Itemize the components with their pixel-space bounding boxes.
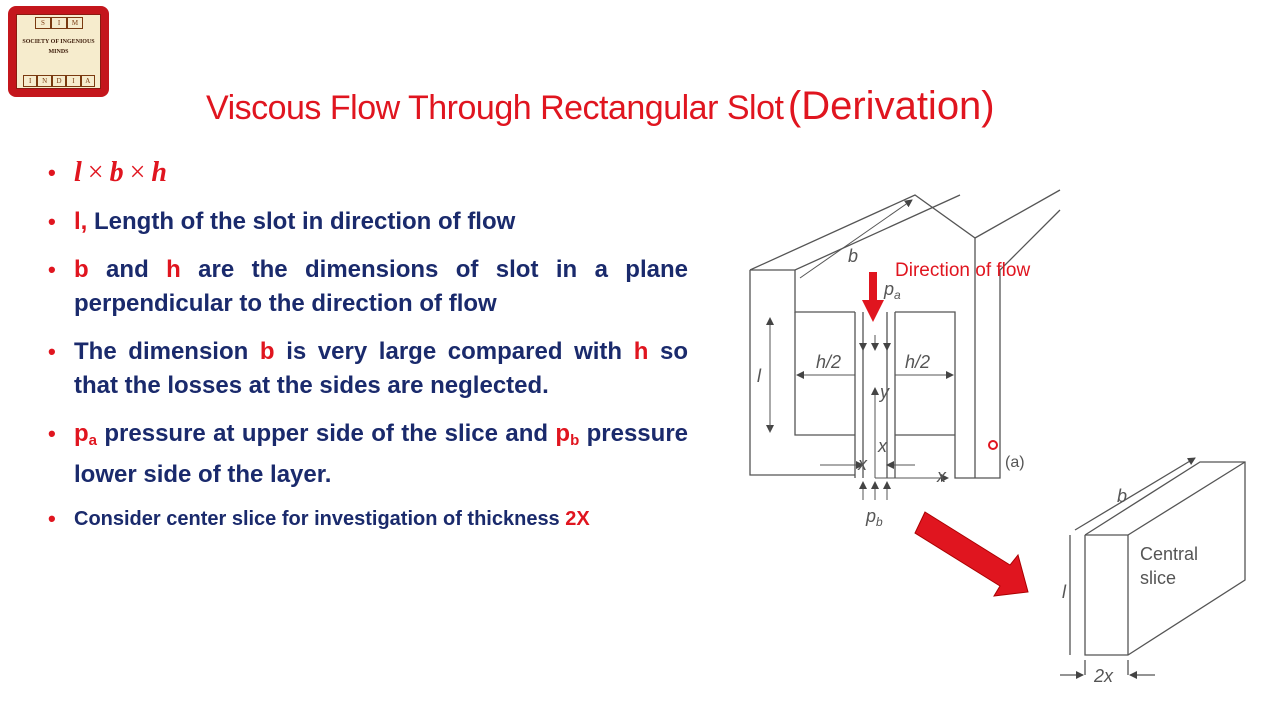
dimension-formula: l×b×h (74, 157, 167, 188)
bullet-text: and (88, 256, 167, 283)
pb-text: p (865, 506, 876, 526)
label-h-half-right: h/2 (905, 352, 930, 372)
pb-subscript: b (570, 432, 580, 449)
slot-walls (749, 189, 1061, 479)
title-main: Viscous Flow Through Rectangular Slot (206, 89, 784, 127)
logo-badge: S I M SOCIETY OF INGENIOUS MINDS I N D I… (16, 14, 101, 89)
slice-thickness: 2x (1093, 666, 1114, 686)
logo-letter: N (37, 75, 52, 87)
logo-letter: I (66, 75, 81, 87)
bullet-text: pressure lower side of the layer. (74, 420, 689, 488)
key-h: h (633, 338, 649, 365)
bullet-list: l×b×h l, Length of the slot in direction… (48, 156, 688, 536)
label-pa: pa (883, 279, 901, 302)
society-logo: S I M SOCIETY OF INGENIOUS MINDS I N D I… (8, 6, 109, 97)
formula-h: h (151, 157, 167, 188)
bullet-center-slice: Consider center slice for investigation … (48, 502, 688, 536)
slide-title: Viscous Flow Through Rectangular Slot (D… (206, 84, 1136, 134)
direction-of-flow-label: Direction of flow (895, 260, 1031, 281)
times-symbol: × (129, 157, 146, 188)
pa-sub: a (894, 288, 901, 302)
key-h: h (166, 256, 181, 283)
key-pa: pa (74, 420, 98, 449)
slice-label-b: b (1117, 486, 1127, 506)
pa-symbol: p (74, 420, 89, 447)
times-symbol: × (87, 157, 104, 188)
logo-letter: M (67, 17, 83, 29)
bullet-text: so that the losses at the sides are negl… (74, 338, 688, 399)
key-b: b (74, 256, 89, 283)
logo-letter: I (23, 75, 38, 87)
logo-name: SOCIETY OF INGENIOUS MINDS (22, 39, 95, 55)
bullet-text: Consider center slice for investigation … (74, 508, 566, 530)
bullet-text: The dimension (74, 338, 260, 365)
bullet-text: pressure at upper side of the slice and (97, 420, 556, 447)
pointer-dot (988, 440, 998, 450)
formula-l: l (74, 157, 82, 188)
bullet-text: are the dimensions of slot in a plane pe… (74, 256, 688, 317)
key-b: b (259, 338, 275, 365)
slot-diagram: b pa h/2 h/2 l y x x x pb (a) b l Centra… (749, 189, 1246, 686)
label-b: b (848, 246, 858, 266)
slice-label-line1: Central (1140, 544, 1198, 564)
bullet-plane-dimensions: b and h are the dimensions of slot in a … (48, 253, 688, 321)
pa-subscript: a (88, 432, 98, 449)
logo-top-letters: S I M (35, 17, 83, 29)
dimension-lines (766, 199, 954, 500)
key-pb: pb (555, 420, 580, 449)
label-l: l (757, 366, 762, 386)
key-2x: 2X (565, 508, 590, 530)
logo-bottom-letters: I N D I A (23, 75, 96, 87)
bullet-length: l, Length of the slot in direction of fl… (48, 205, 688, 239)
slice-label-l: l (1062, 582, 1067, 602)
logo-letter: A (80, 75, 96, 87)
logo-letter: S (35, 17, 51, 29)
pa-text: p (883, 279, 894, 299)
formula-b: b (109, 157, 124, 188)
bullet-text: is very large compared with (274, 338, 634, 365)
slice-label-line2: slice (1140, 568, 1176, 588)
label-fig: (a) (1005, 454, 1025, 471)
pb-symbol: p (555, 420, 571, 447)
key-l: l, (74, 208, 88, 235)
flow-arrow (862, 272, 884, 322)
label-pb: pb (865, 506, 883, 529)
pb-sub: b (876, 515, 883, 529)
label-x-top: x (877, 436, 888, 456)
pointer-arrow (914, 511, 1029, 597)
title-suffix: (Derivation) (787, 84, 995, 128)
logo-letter: I (51, 17, 67, 29)
label-x-axis: x (936, 466, 947, 486)
bullet-side-losses: The dimension b is very large compared w… (48, 335, 688, 403)
label-x-left: x (857, 454, 868, 474)
bullet-text: Length of the slot in direction of flow (87, 208, 516, 235)
label-y: y (878, 382, 890, 402)
bullet-dimensions: l×b×h (48, 156, 688, 191)
central-slice (1060, 457, 1246, 679)
bullet-pressures: pa pressure at upper side of the slice a… (48, 417, 688, 492)
logo-letter: D (51, 75, 67, 87)
label-h-half-left: h/2 (816, 352, 841, 372)
